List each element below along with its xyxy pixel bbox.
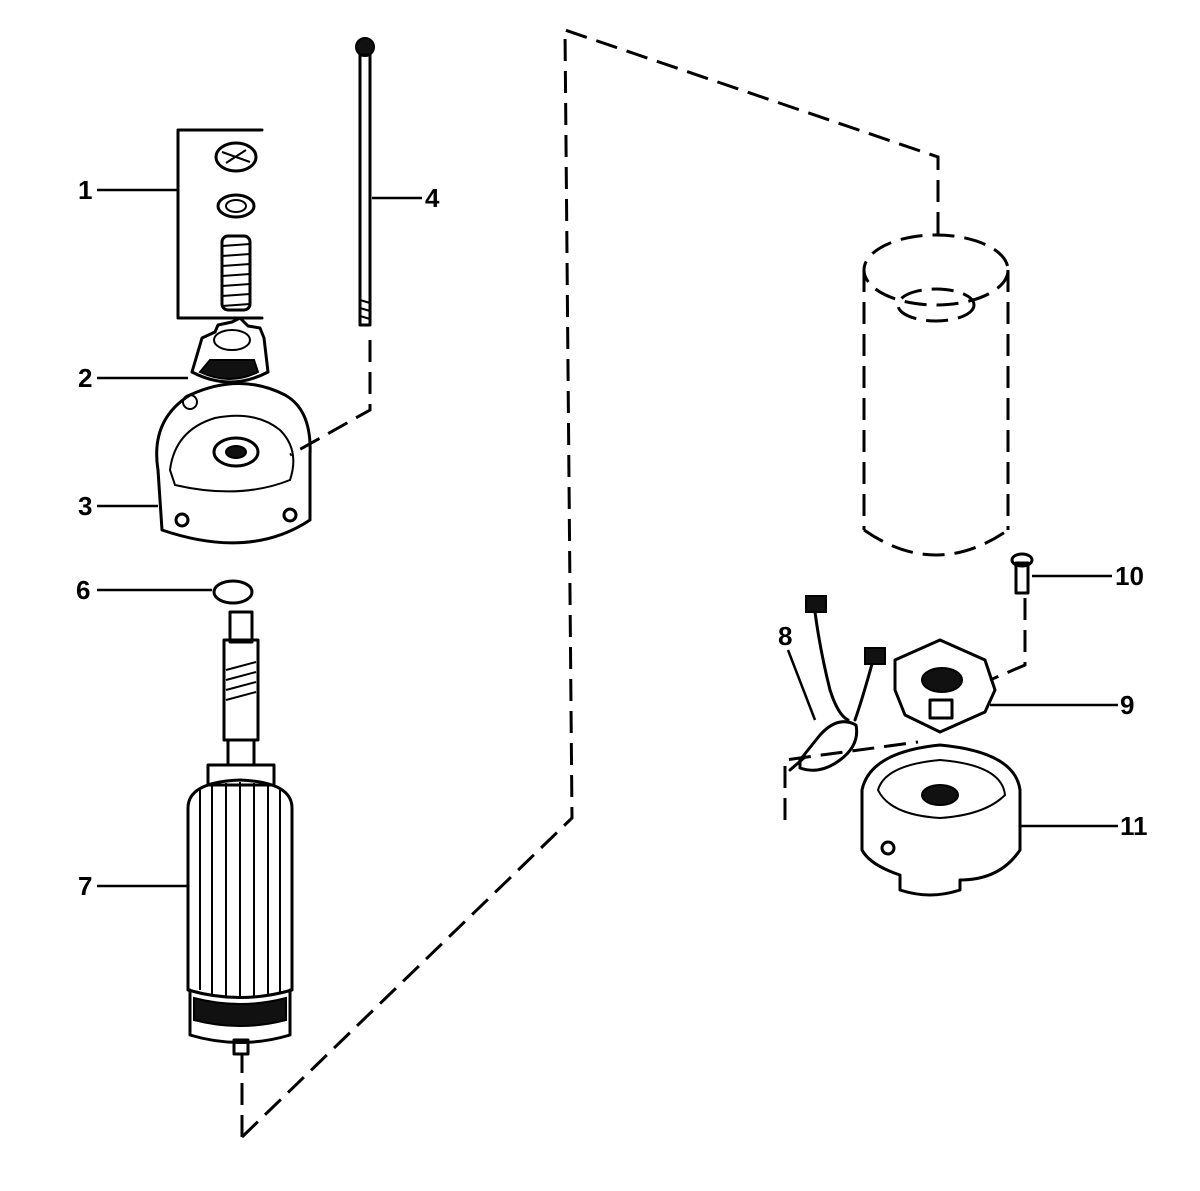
callout-7: 7 — [78, 871, 92, 901]
part-10-screw — [1010, 552, 1034, 595]
callout-11: 11 — [1120, 811, 1148, 841]
part-1-kit — [176, 128, 264, 320]
callout-10: 10 — [1115, 561, 1144, 591]
callout-3: 3 — [78, 491, 92, 521]
part-4-through-bolt — [355, 37, 375, 327]
field-frame-cylinder — [862, 233, 1010, 557]
callout-1: 1 — [78, 175, 92, 205]
assembly-dashed-outline — [240, 27, 1027, 1139]
part-9-brush-holder — [893, 638, 997, 734]
callout-9: 9 — [1120, 690, 1134, 720]
callout-labels: 1 2 3 4 6 7 8 9 10 11 — [76, 175, 1148, 901]
part-3-end-frame — [155, 382, 312, 545]
callout-6: 6 — [76, 575, 90, 605]
callout-2: 2 — [78, 363, 92, 393]
part-11-end-frame — [860, 743, 1022, 897]
callout-4: 4 — [425, 183, 440, 213]
part-7-armature — [186, 610, 294, 1056]
part-8-brush-lead — [788, 595, 886, 772]
part-6-washer — [212, 579, 254, 605]
callout-leaders — [97, 188, 1118, 888]
callout-8: 8 — [778, 621, 792, 651]
part-2-drive-gear — [190, 316, 270, 384]
spring — [220, 234, 252, 312]
